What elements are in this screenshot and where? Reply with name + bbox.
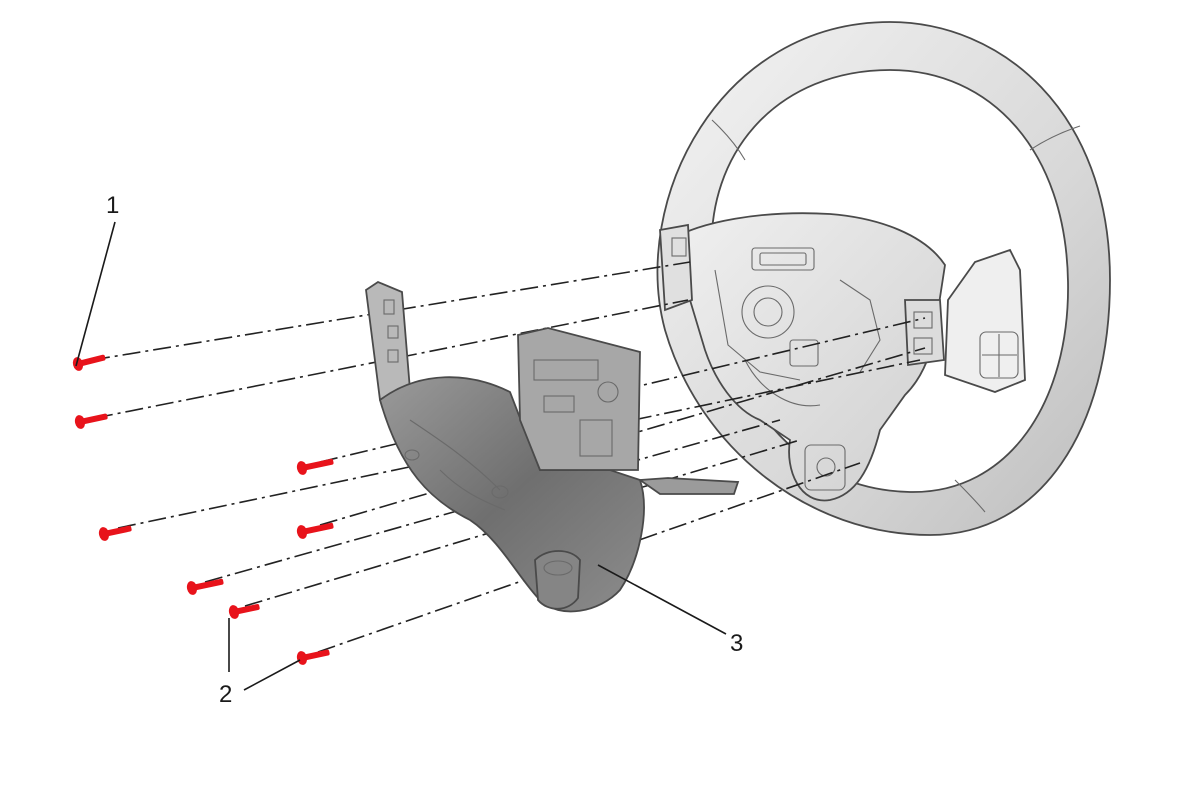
callout-3: 3	[597, 564, 743, 657]
screw-icon	[98, 525, 132, 541]
callout-2: 2	[219, 618, 301, 708]
right-switch-pod	[944, 248, 1026, 393]
screw-icon	[186, 578, 224, 595]
steering-wheel-hub	[669, 212, 946, 502]
screw-icon	[296, 649, 330, 665]
callout-3-label: 3	[730, 630, 743, 657]
screw-icon	[296, 458, 334, 475]
callout-1: 1	[75, 192, 119, 367]
screw-icon	[296, 522, 334, 539]
lower-trim-cover	[365, 280, 740, 613]
screw-set	[72, 354, 334, 665]
callout-1-label: 1	[106, 192, 119, 219]
callout-2-label: 2	[219, 681, 232, 708]
screw-icon	[74, 413, 108, 429]
screw-icon	[72, 354, 106, 371]
steering-wheel	[656, 21, 1111, 536]
steering-wheel-rim	[656, 21, 1111, 536]
screw-icon	[228, 604, 260, 619]
